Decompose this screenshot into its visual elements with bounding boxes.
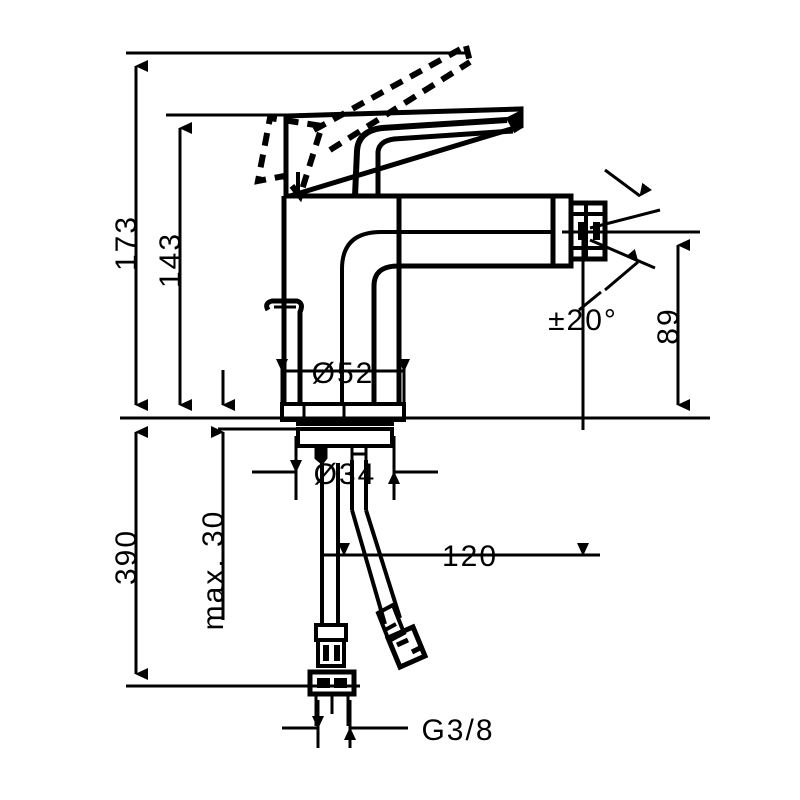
swivel-angle-leaders [578,168,661,312]
dimension-label-173: 173 [110,215,143,271]
dimension-label-143: 143 [154,232,187,288]
lever-handle [283,106,524,199]
dimension-label-max30: max. 30 [197,510,230,631]
dimension-label-120: 120 [442,540,498,573]
hose-fitting-angled [375,602,429,671]
dimension-label-89: 89 [652,307,685,344]
dimension-text-group: 173 143 Ø52 Ø34 max. 30 390 120 89 ±20° … [110,215,685,747]
dimension-label-g38: G3/8 [421,714,494,747]
dimension-label-d52: Ø52 [312,357,375,390]
dimension-label-swivel-angle: ±20° [548,304,618,337]
mounting-shank-assembly [296,420,394,466]
faucet-geometry [254,43,608,726]
dimension-label-d34: Ø34 [314,458,377,491]
dimension-label-390: 390 [110,529,143,585]
dimension-annotations [120,51,710,748]
hose-fitting-vertical [307,623,357,726]
popup-waste-lever [264,298,304,404]
spout-tube [340,230,553,404]
